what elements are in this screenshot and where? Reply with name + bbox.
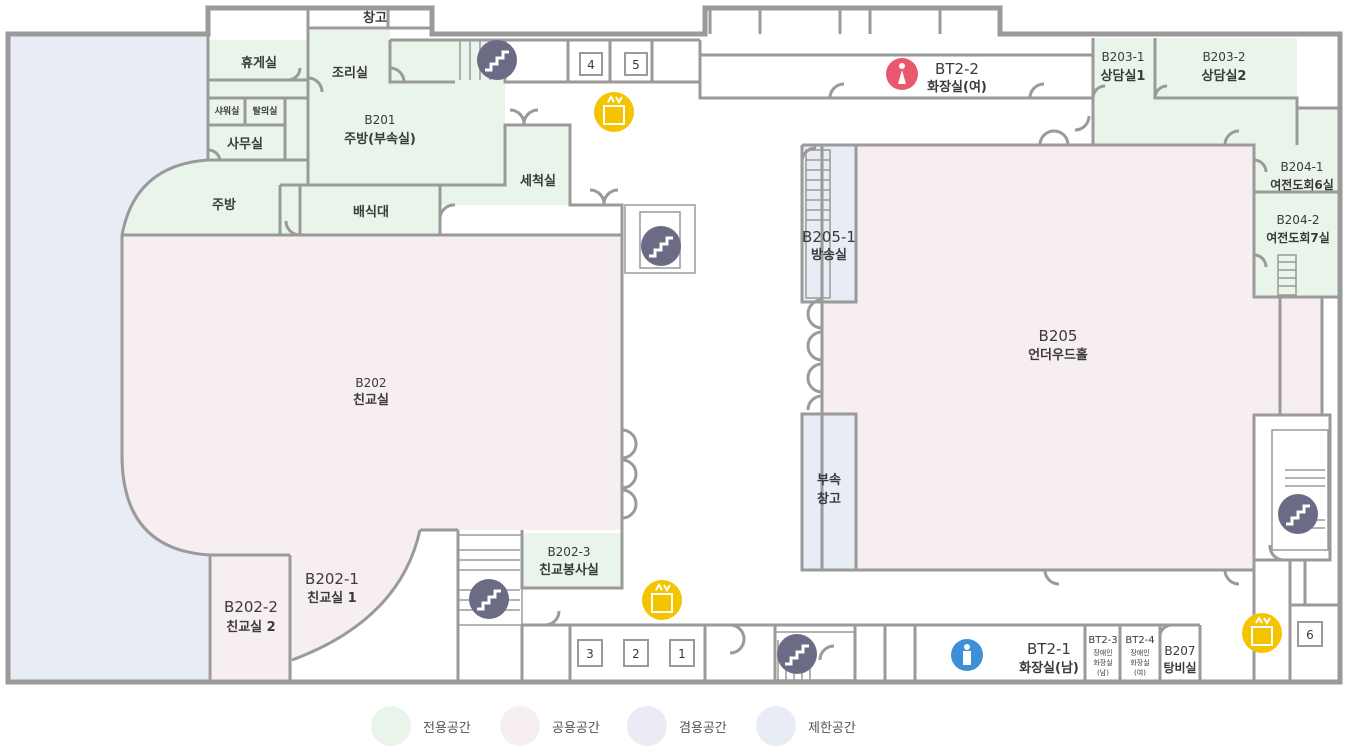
room-bt2-2-code: BT2-2 <box>935 60 979 78</box>
room-b205-1-name: 방송실 <box>811 247 847 263</box>
elevator-number-3: 3 <box>586 647 594 661</box>
room-b203-2-name: 상담실2 <box>1202 68 1247 84</box>
room-locker: 탈의실 <box>253 105 278 117</box>
elevator-number-4: 4 <box>587 58 595 72</box>
room-b202-3-code: B202-3 <box>547 545 590 559</box>
legend-item-shared: 겸용공간 <box>627 706 727 746</box>
room-b207-code: B207 <box>1164 644 1195 658</box>
room-serving: 배식대 <box>353 204 389 220</box>
room-b204-1-code: B204-1 <box>1280 160 1323 174</box>
elevator-icon <box>1242 613 1282 653</box>
room-b202-2-name: 친교실 2 <box>226 619 275 635</box>
public-area-b202 <box>122 235 622 555</box>
room-bt2-3-line3: (남) <box>1097 668 1109 677</box>
elevator-number-1: 1 <box>678 647 686 661</box>
room-b203-1-name: 상담실1 <box>1101 68 1146 84</box>
legend-label: 제한공간 <box>808 720 856 736</box>
room-annex-storage-1: 부속 <box>817 473 841 488</box>
room-b201-code: B201 <box>364 113 395 127</box>
room-b204-2-code: B204-2 <box>1276 213 1319 227</box>
room-b203-2-code: B203-2 <box>1202 50 1245 64</box>
room-cooking: 조리실 <box>332 65 368 81</box>
stairs-icon <box>1278 494 1318 534</box>
public-area-b205-east <box>1254 297 1322 415</box>
elevator-doors <box>577 52 1323 667</box>
room-b204-2-name: 여전도회7실 <box>1266 230 1330 245</box>
legend-item-exclusive: 전용공간 <box>371 706 471 746</box>
room-b205-1-code: B205-1 <box>802 228 856 246</box>
room-washing: 세척실 <box>520 173 556 189</box>
legend-swatch <box>627 706 667 746</box>
room-kitchen: 주방 <box>212 197 236 213</box>
legend-swatch <box>500 706 540 746</box>
room-b202-name: 친교실 <box>353 392 389 408</box>
stairs-icon <box>469 579 509 619</box>
legend-swatch <box>371 706 411 746</box>
room-b202-2-code: B202-2 <box>224 598 278 616</box>
female-restroom-icon <box>886 58 918 90</box>
room-bt2-2-name: 화장실(여) <box>927 79 987 95</box>
room-bt2-3-line2: 화장실 <box>1093 658 1112 667</box>
room-annex-storage-2: 창고 <box>817 491 841 507</box>
room-bt2-4-line3: (여) <box>1134 668 1146 677</box>
public-area-b202-1 <box>290 530 420 682</box>
stairs-icon <box>777 634 817 674</box>
exclusive-area-b203-b204 <box>1093 38 1340 297</box>
room-b202-1-code: B202-1 <box>305 570 359 588</box>
legend-swatch <box>756 706 796 746</box>
room-bt2-3-code: BT2-3 <box>1088 635 1117 646</box>
elevator-number-6: 6 <box>1306 628 1314 642</box>
room-bt2-1-code: BT2-1 <box>1027 640 1071 658</box>
restricted-area-annex <box>802 414 856 570</box>
room-bt2-4-line2: 화장실 <box>1130 658 1149 667</box>
legend: 전용공간 공용공간 겸용공간 제한공간 <box>0 706 1348 746</box>
elevator-number-2: 2 <box>632 647 640 661</box>
room-b205-code: B205 <box>1039 327 1078 345</box>
legend-item-restricted: 제한공간 <box>756 706 856 746</box>
room-bt2-3-line1: 장애인 <box>1093 648 1112 657</box>
room-bt2-1-name: 화장실(남) <box>1019 660 1079 676</box>
stairs-icon <box>477 40 517 80</box>
room-b207-name: 탕비실 <box>1163 660 1196 675</box>
elevator-number-5: 5 <box>632 58 640 72</box>
interior-walls <box>120 8 1340 682</box>
room-b202-code: B202 <box>355 376 386 390</box>
room-bt2-4-code: BT2-4 <box>1125 635 1154 646</box>
room-bt2-4-line1: 장애인 <box>1130 648 1149 657</box>
elevator-icon <box>594 92 634 132</box>
room-b203-1-code: B203-1 <box>1101 50 1144 64</box>
exclusive-area-b202-3 <box>522 533 622 588</box>
restricted-area-b205-1 <box>802 145 856 302</box>
male-restroom-icon <box>951 639 983 671</box>
public-area-b205 <box>822 145 1254 570</box>
elevator-icon <box>642 580 682 620</box>
legend-item-public: 공용공간 <box>500 706 600 746</box>
stairs-icon <box>641 226 681 266</box>
room-shower: 샤워실 <box>215 105 240 117</box>
outer-walls <box>5 5 1343 685</box>
room-b202-1-name: 친교실 1 <box>307 590 356 606</box>
legend-label: 전용공간 <box>423 720 471 736</box>
legend-label: 겸용공간 <box>679 720 727 736</box>
room-storage-top: 창고 <box>363 10 387 26</box>
room-lounge: 휴게실 <box>241 55 277 71</box>
room-b205-name: 언더우드홀 <box>1028 347 1088 363</box>
room-b202-3-name: 친교봉사실 <box>539 562 599 578</box>
legend-label: 공용공간 <box>552 720 600 736</box>
room-b201-name: 주방(부속실) <box>344 131 416 147</box>
room-b204-1-name: 여전도회6실 <box>1270 177 1334 192</box>
public-area-b202-2 <box>210 555 290 682</box>
room-office: 사무실 <box>227 136 263 152</box>
